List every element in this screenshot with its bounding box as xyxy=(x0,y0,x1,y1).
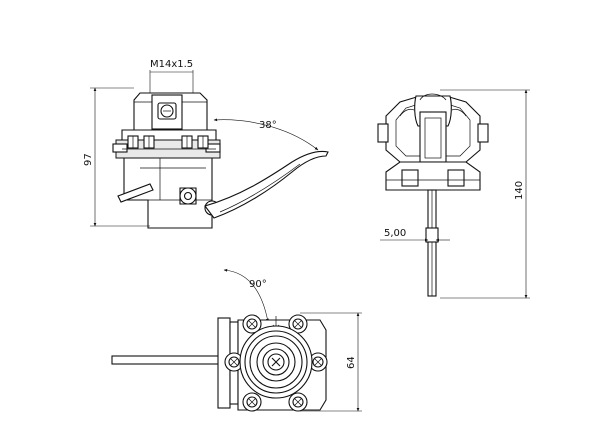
height-total-label: 140 xyxy=(514,181,525,200)
flange-bolts xyxy=(127,135,209,149)
height-97-dimension: 97 xyxy=(83,87,150,227)
flange-plate xyxy=(112,129,221,159)
rotation-label: 90° xyxy=(249,279,267,290)
pump-cover xyxy=(239,325,313,399)
angle-lever-label: 38° xyxy=(259,120,277,131)
thickness-dimension: 5,00 xyxy=(380,228,450,242)
flange-64-dimension: 64 xyxy=(300,312,362,412)
actuating-arm xyxy=(204,150,329,219)
height-body-label: 97 xyxy=(83,153,94,166)
cover-screws xyxy=(228,318,324,408)
pump-dome xyxy=(133,92,208,131)
height-140-dimension: 140 xyxy=(440,89,530,299)
end-view: 5,00 140 xyxy=(377,89,530,299)
top-view: 90° xyxy=(111,268,362,412)
side-view: M14x1.5 xyxy=(83,59,329,229)
pump-body xyxy=(117,157,220,229)
thread-label: M14x1.5 xyxy=(150,59,193,70)
rotation-90-dimension: 90° xyxy=(223,268,269,323)
flange-height-label: 64 xyxy=(346,356,357,369)
angle-38-dimension: 38° xyxy=(213,118,319,151)
lever-thickness-label: 5,00 xyxy=(384,228,406,239)
